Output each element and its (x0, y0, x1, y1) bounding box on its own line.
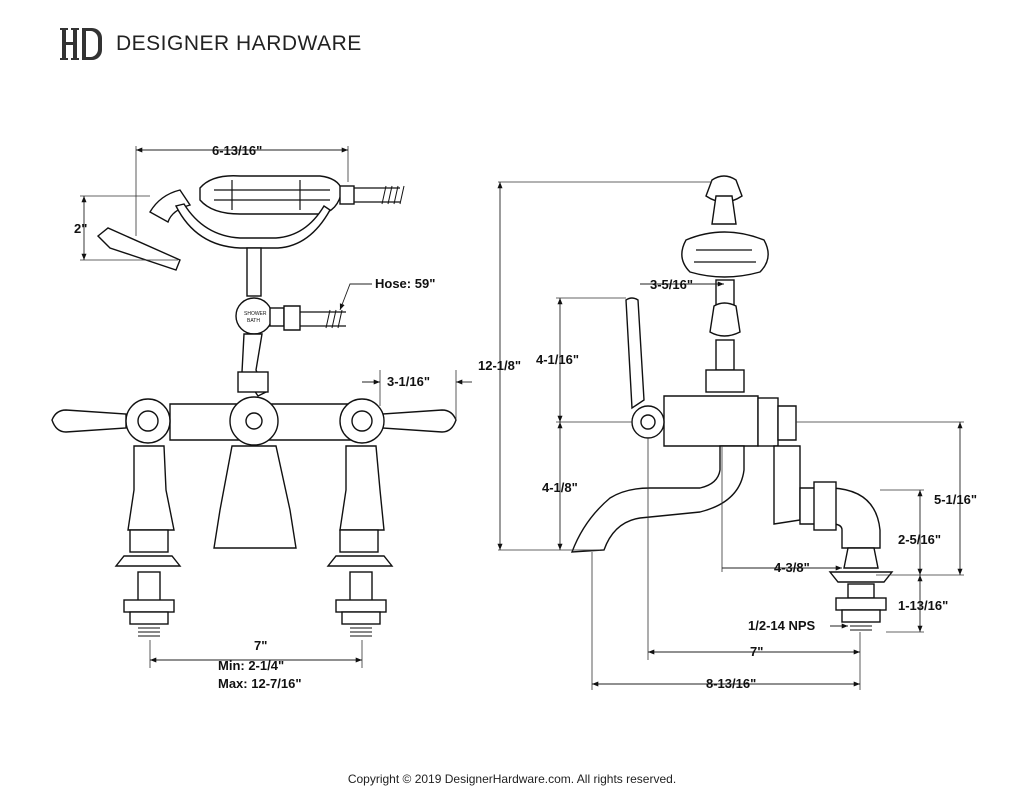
dim-6-13-16: 6-13/16" (212, 143, 262, 158)
side-faucet-body (663, 395, 759, 447)
front-dimensions (80, 146, 472, 668)
thread-label: 1/2-14 NPS (748, 618, 816, 633)
side-view-faucet (570, 175, 894, 631)
side-handshower-top (705, 175, 743, 203)
right-leg (339, 445, 385, 531)
dim-12-1-8: 12-1/8" (478, 358, 521, 373)
svg-text:BATH: BATH (247, 318, 260, 324)
dim-2: 2" (74, 221, 87, 236)
brand-name: DESIGNER HARDWARE (116, 32, 362, 55)
dim-3-1-16: 3-1/16" (387, 374, 430, 389)
dim-5-1-16: 5-1/16" (934, 492, 977, 507)
handshower-head (96, 227, 181, 271)
side-leg (773, 445, 801, 525)
left-leg (127, 445, 175, 531)
dim-min: Min: 2-1/4" (218, 658, 284, 673)
front-view-faucet: SHOWER BATH (51, 175, 457, 637)
side-handshower-head (681, 231, 769, 278)
dim-4-1-16: 4-1/16" (536, 352, 579, 367)
dim-max: Max: 12-7/16" (218, 676, 301, 691)
svg-text:SHOWER: SHOWER (244, 311, 267, 317)
dim-4-1-8: 4-1/8" (542, 480, 578, 495)
copyright: Copyright © 2019 DesignerHardware.com. A… (347, 772, 677, 786)
handshower-grip (199, 175, 343, 215)
dim-2-5-16: 2-5/16" (898, 532, 941, 547)
cradle (174, 203, 331, 249)
side-spout (570, 445, 745, 553)
dim-7-front: 7" (254, 638, 267, 653)
dim-3-5-16: 3-5/16" (650, 277, 693, 292)
left-lever-handle (51, 409, 127, 433)
dim-7-side: 7" (750, 644, 763, 659)
hose-label: Hose: 59" (375, 276, 435, 291)
right-lever-handle (381, 409, 457, 433)
dim-4-3-8: 4-3/8" (774, 560, 810, 575)
side-dimensions (497, 181, 964, 690)
dim-8-13-16: 8-13/16" (706, 676, 756, 691)
center-base (213, 445, 297, 549)
designer-hardware-logo (60, 28, 102, 60)
dim-1-13-16: 1-13/16" (898, 598, 948, 613)
header: DESIGNER HARDWARE (60, 24, 362, 64)
